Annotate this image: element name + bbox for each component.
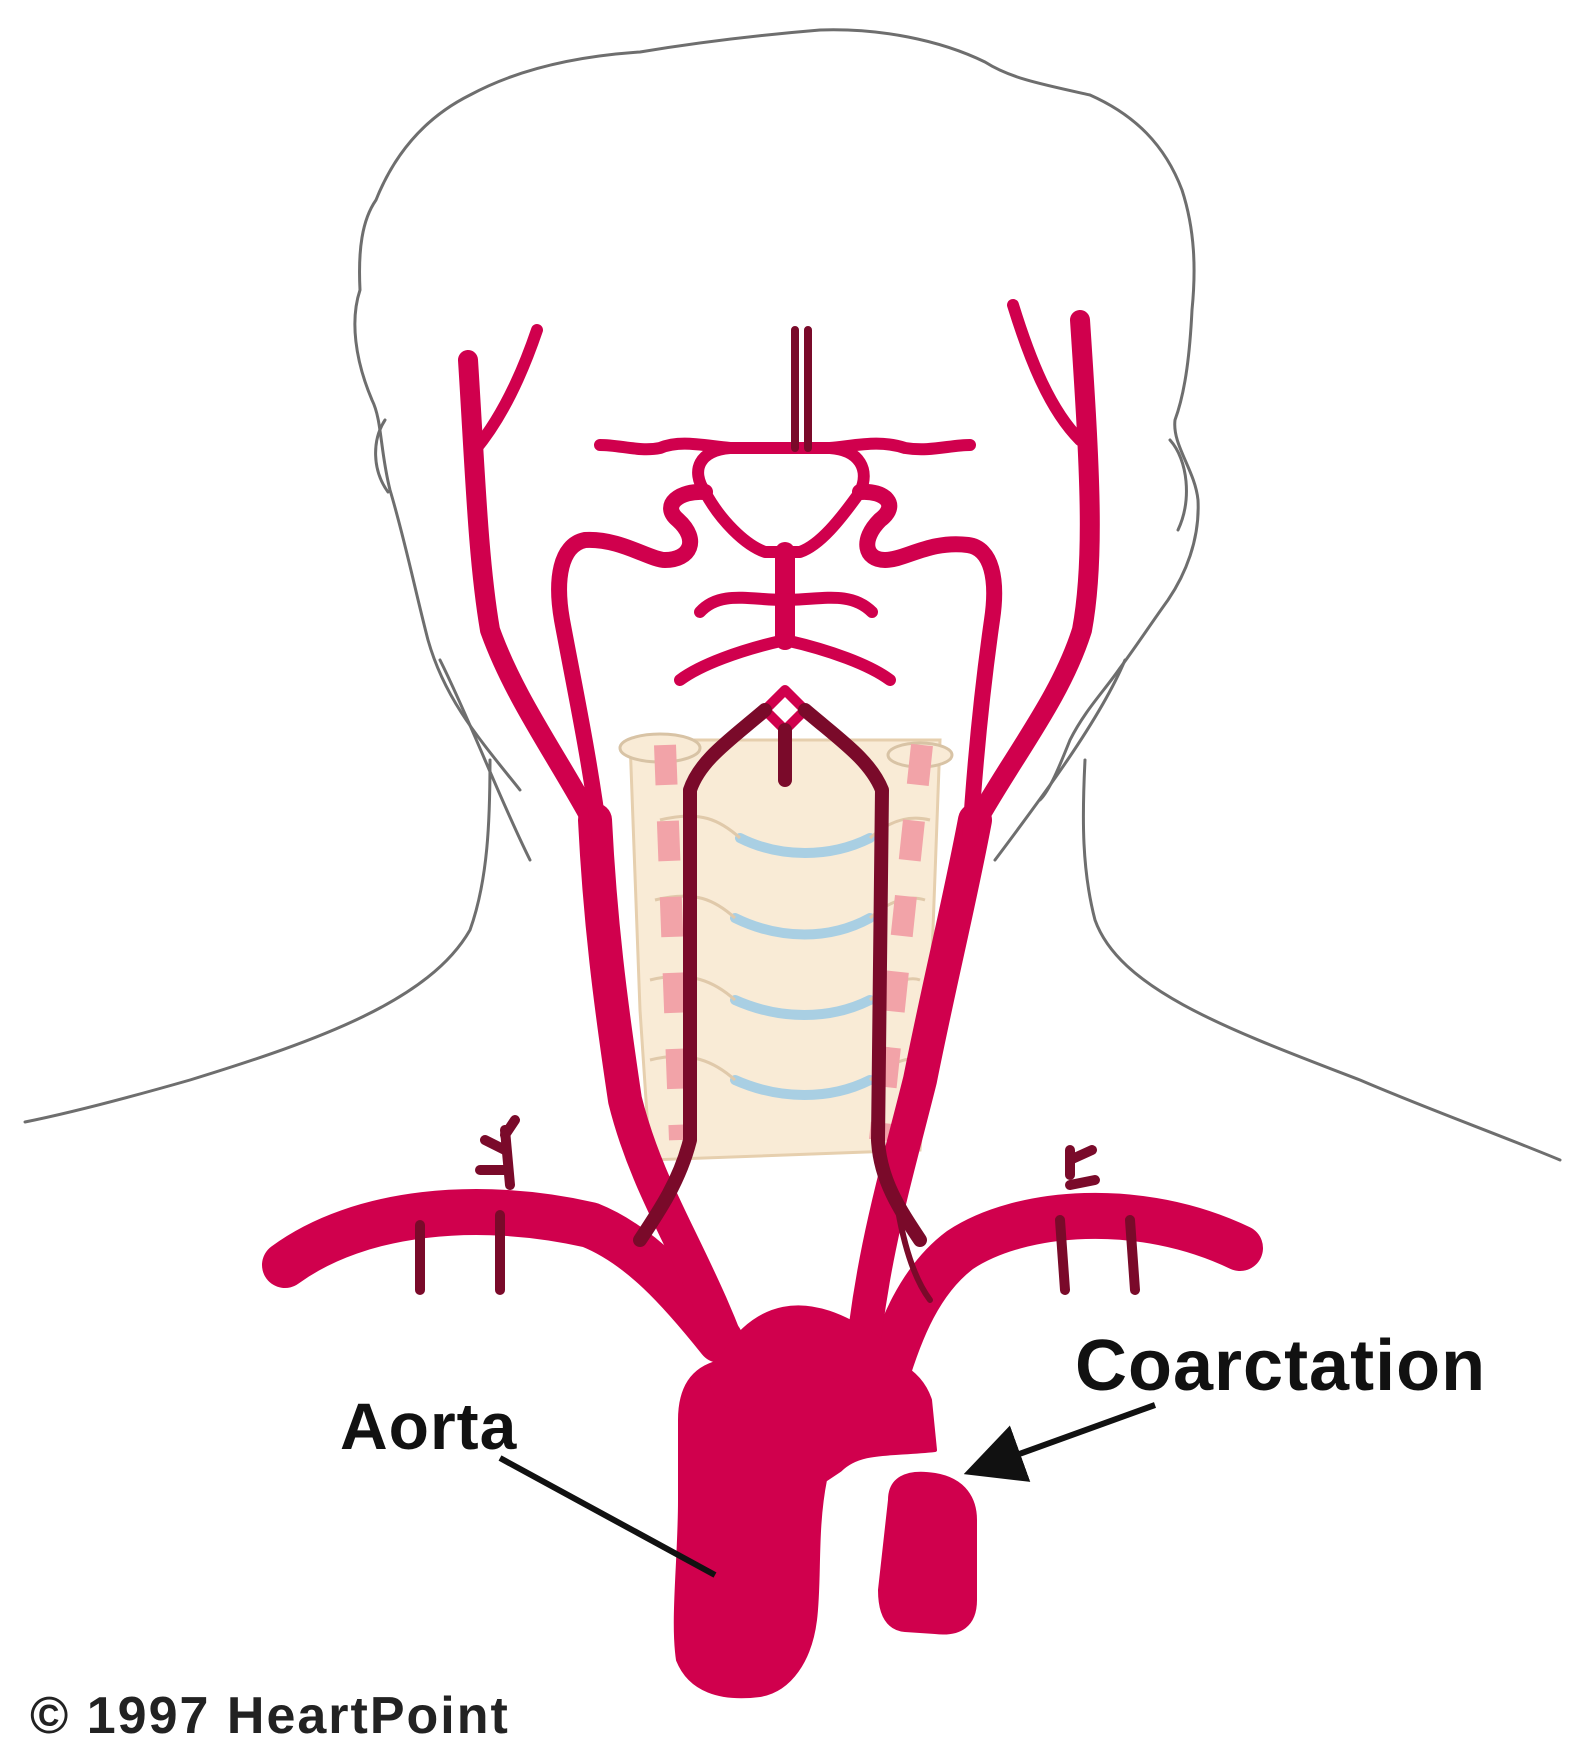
anterior-cerebral-arteries [791, 326, 812, 452]
right-common-carotid-artery [578, 803, 757, 1397]
right-subclavian-artery [262, 1189, 743, 1363]
posterior-cerebral-arteries [694, 591, 878, 618]
subclavian-branches [415, 1115, 1140, 1295]
left-vertebral-artery [798, 703, 927, 1247]
left-common-carotid-artery [843, 803, 992, 1397]
neck-left-outline [23, 758, 492, 1124]
right-internal-carotid-artery [551, 483, 713, 848]
arterial-tree [262, 299, 1263, 1699]
aorta-leader-line [498, 1455, 717, 1578]
thyrocervical-trunk-left [895, 1207, 933, 1303]
right-vertebral-artery [633, 703, 772, 1247]
jaw-right-outline [993, 658, 1127, 862]
vertebral-foramen-right-dots [869, 743, 933, 1142]
copyright-text: © 1997 HeartPoint [30, 1687, 510, 1745]
head-outline [353, 28, 1200, 802]
aortic-arch-trunk [710, 1305, 890, 1410]
middle-cerebral-artery-left [824, 437, 976, 456]
disc-3 [730, 995, 875, 1020]
neck-right-outline [1081, 758, 1562, 1162]
superior-cerebellar-arteries [674, 634, 896, 686]
descending-aorta [878, 1471, 977, 1635]
left-ear-outline [374, 418, 390, 494]
aorta-label: Aorta [340, 1389, 518, 1463]
disc-1 [735, 833, 875, 858]
jaw-left-outline [438, 658, 532, 862]
right-external-carotid-branch [469, 324, 543, 456]
coarctation-label: Coarctation [1075, 1326, 1487, 1406]
left-external-carotid-branch [1007, 299, 1086, 446]
left-external-carotid-artery [962, 310, 1100, 840]
vertebral-foramen-left-dots [654, 744, 691, 1141]
circle-of-willis [692, 442, 870, 558]
middle-cerebral-artery-right [594, 437, 736, 456]
left-internal-carotid-artery [852, 483, 1003, 848]
disc-2 [730, 913, 875, 940]
disc-4 [730, 1075, 875, 1100]
arrow-icon [963, 1402, 1157, 1482]
left-subclavian-artery [862, 1192, 1263, 1403]
right-ear-outline [1168, 438, 1188, 532]
body-outline [23, 28, 1562, 1162]
